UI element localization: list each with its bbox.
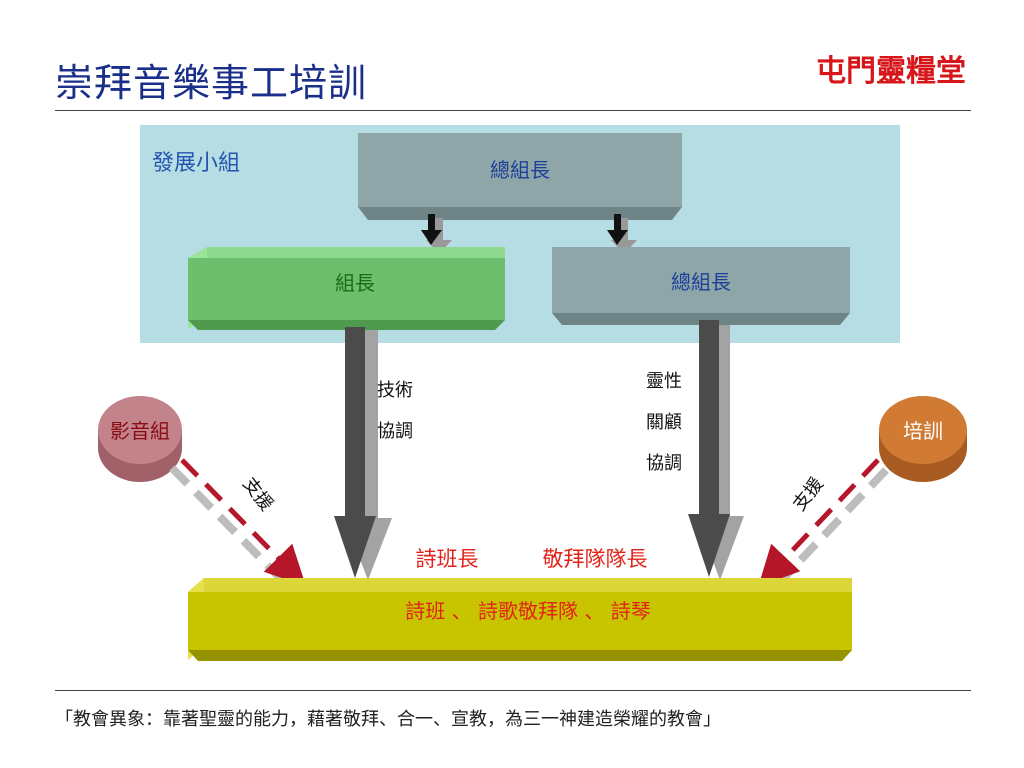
right-circle-label: 培訓 [903, 419, 943, 443]
bottom-divider [55, 690, 971, 691]
organization-name: 屯門靈糧堂 [816, 54, 966, 89]
right-big-arrow [688, 320, 744, 580]
left-circle-label: 影音組 [110, 419, 170, 443]
top-divider [55, 110, 971, 111]
leaders-right-label: 敬拜隊隊長 [543, 547, 648, 571]
right-leader-label: 總組長 [671, 270, 731, 294]
footer-motto: 「教會異象：靠著聖靈的能力，藉著敬拜、合一、宣教，為三一神建造榮耀的教會」 [55, 709, 721, 730]
right-support-arrow [758, 458, 889, 587]
left-leader-box: 組長 [188, 247, 505, 330]
right-arrow-label-line-2: 關顧 [646, 412, 682, 433]
left-leader-label: 組長 [335, 271, 375, 295]
right-arrow-label-line-3: 協調 [646, 453, 682, 474]
left-big-arrow [334, 327, 392, 580]
top-leader-box: 總組長 [358, 133, 682, 220]
left-support-label: 支援 [238, 474, 277, 515]
left-support-arrow [169, 458, 307, 587]
right-circle-node: 培訓 [879, 396, 967, 482]
right-leader-box: 總組長 [552, 247, 850, 325]
leaders-left-label: 詩班長 [416, 547, 479, 571]
right-support-label: 支援 [789, 474, 828, 515]
right-arrow-label-line-1: 靈性 [646, 371, 682, 392]
left-circle-node: 影音組 [98, 396, 182, 482]
top-leader-label: 總組長 [490, 158, 550, 182]
bottom-ministry-box: 詩班 、 詩歌敬拜隊 、 詩琴 [188, 578, 852, 661]
bottom-ministry-label: 詩班 、 詩歌敬拜隊 、 詩琴 [405, 599, 650, 623]
left-arrow-label-line-1: 技術 [377, 380, 413, 401]
page-title: 崇拜音樂事工培訓 [55, 61, 368, 105]
group-label: 發展小組 [152, 151, 240, 176]
left-arrow-label-line-2: 協調 [377, 421, 413, 442]
